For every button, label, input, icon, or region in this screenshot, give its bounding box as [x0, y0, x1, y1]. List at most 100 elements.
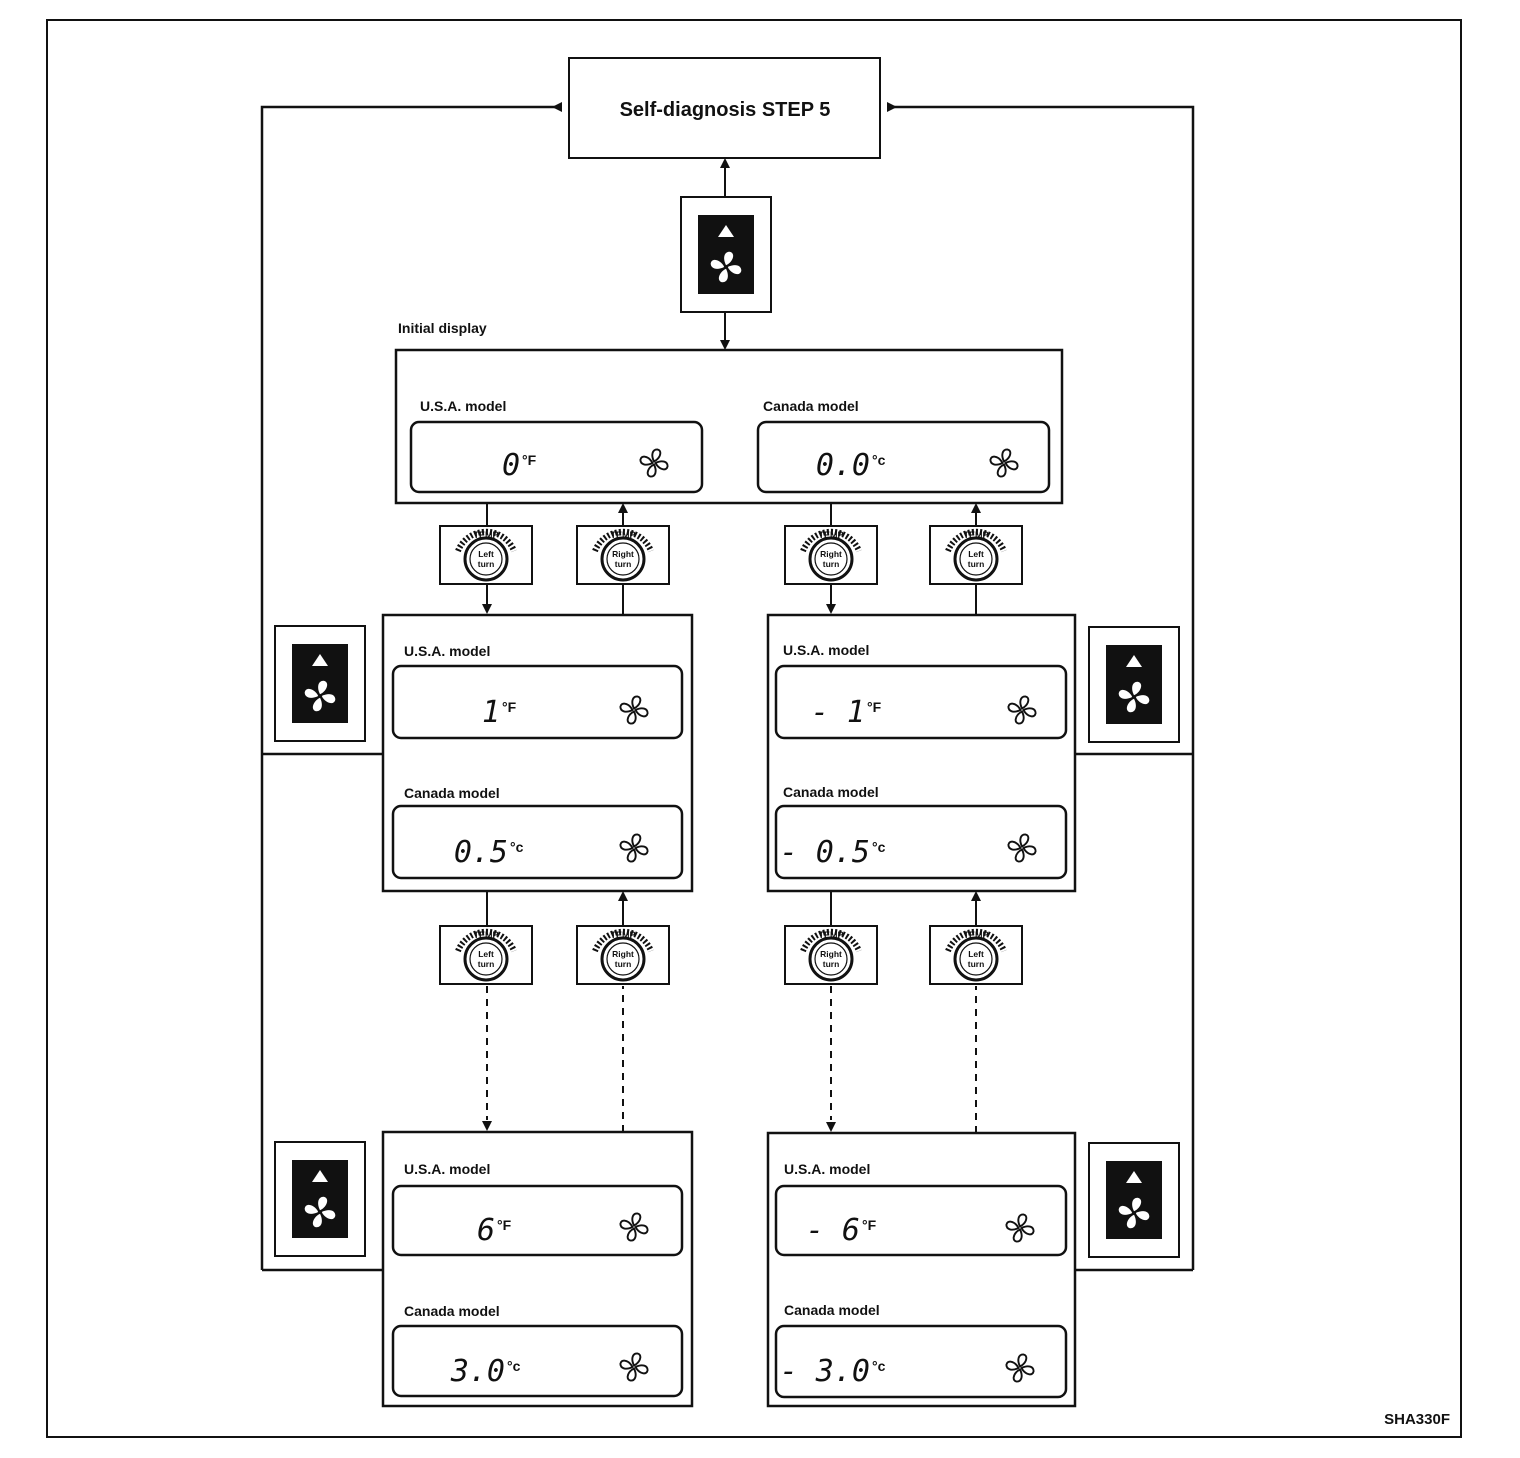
lcd-readout: 0.5°c: [454, 835, 524, 870]
diagram-title: Self-diagnosis STEP 5: [620, 99, 831, 121]
temp-dial-icon: [600, 536, 646, 582]
dial-temp-label: TEMP: [963, 930, 988, 940]
lcd-readout: 3.0°c: [450, 1354, 521, 1389]
dial-inner-ring: [814, 942, 848, 976]
dial-scale-icon: [455, 928, 517, 953]
lcd-unit: °c: [872, 452, 886, 468]
dial-temp-label: TEMP: [610, 530, 635, 540]
dial-inner-ring: [469, 542, 503, 576]
dial-direction-label: Right: [612, 549, 634, 559]
temp-dial-icon: [463, 936, 509, 982]
lcd-window: [774, 804, 1068, 880]
lcd-window: [391, 1184, 684, 1257]
dial-inner-ring: [959, 942, 993, 976]
temp-dial-icon: [953, 536, 999, 582]
dial-temp-label: TEMP: [610, 930, 635, 940]
dial-direction-label: turn: [823, 959, 840, 969]
display-panel-max-up: U.S.A. model 6°F Canada model 3.0°c: [381, 1130, 694, 1408]
lcd-unit: °c: [507, 1358, 521, 1374]
lcd-value: - 3.0: [780, 1354, 870, 1389]
lcd-value: 3.0: [450, 1354, 505, 1389]
up-arrow-icon: [312, 654, 328, 666]
dial-temp-label: TEMP: [818, 530, 843, 540]
temp-dial-icon: [953, 936, 999, 982]
lcd-unit: °c: [872, 1358, 886, 1374]
display-panel-step-up: U.S.A. model 1°F Canada model 0.5°c: [381, 613, 694, 893]
usa-model-label: U.S.A. model: [420, 398, 506, 414]
fan-up-button: [274, 625, 366, 742]
dial-direction-label: Right: [612, 949, 634, 959]
fan-up-button: [274, 1141, 366, 1257]
dial-scale-icon: [945, 928, 1007, 953]
dial-temp-label: TEMP: [473, 930, 498, 940]
dial-direction-label: turn: [478, 959, 495, 969]
lcd-window: [409, 420, 704, 494]
dial-scale-icon: [592, 528, 654, 553]
lcd-unit: °F: [867, 699, 882, 715]
lcd-readout: 6°F: [477, 1213, 512, 1248]
title-box: Self-diagnosis STEP 5: [568, 57, 881, 159]
usa-model-label: U.S.A. model: [404, 1161, 490, 1177]
lcd-unit: °c: [510, 839, 524, 855]
lcd-value: - 0.5: [780, 835, 870, 870]
lcd-window: [774, 664, 1068, 740]
dial-direction-label: Left: [968, 949, 984, 959]
canada-model-label: Canada model: [404, 785, 500, 801]
dial-direction-label: turn: [615, 959, 632, 969]
lcd-window: [774, 1184, 1068, 1257]
lcd-window: [391, 804, 684, 880]
dial-direction-label: turn: [968, 959, 985, 969]
dial-inner-ring: [814, 542, 848, 576]
dial-direction-label: Right: [820, 949, 842, 959]
return-loops: [260, 105, 1195, 1272]
up-arrow-icon: [718, 225, 734, 237]
lcd-window: [391, 1324, 684, 1398]
lcd-unit: °F: [862, 1217, 877, 1233]
canada-model-label: Canada model: [404, 1303, 500, 1319]
fan-up-button: [680, 196, 772, 313]
dial-direction-label: Left: [478, 949, 494, 959]
dial-scale-icon: [592, 928, 654, 953]
lcd-window: [391, 664, 684, 740]
fan-up-button: [1088, 626, 1180, 743]
up-arrow-icon: [1126, 655, 1142, 667]
temp-dial-icon: [808, 936, 854, 982]
usa-model-label: U.S.A. model: [404, 643, 490, 659]
dial-direction-label: Left: [478, 549, 494, 559]
lcd-value: 0.5: [454, 835, 508, 870]
figure-code: SHA330F: [1384, 1411, 1450, 1428]
dial-direction-label: Left: [968, 549, 984, 559]
lcd-value: 6: [477, 1213, 495, 1248]
dial-direction-label: turn: [478, 559, 495, 569]
lcd-value: 1: [482, 695, 500, 730]
lcd-value: - 1: [811, 695, 865, 730]
dial-inner-ring: [606, 942, 640, 976]
lcd-value: - 6: [806, 1213, 860, 1248]
lcd-unit: °F: [497, 1217, 512, 1233]
canada-model-label: Canada model: [763, 398, 859, 414]
dial-scale-icon: [800, 928, 862, 953]
canada-model-label: Canada model: [783, 784, 879, 800]
usa-model-label: U.S.A. model: [784, 1161, 870, 1177]
lcd-readout: 1°F: [482, 695, 517, 730]
dial-direction-label: Right: [820, 549, 842, 559]
lcd-unit: °F: [522, 452, 537, 468]
lcd-readout: - 3.0°c: [780, 1354, 886, 1389]
dial-inner-ring: [606, 542, 640, 576]
dial-temp-label: TEMP: [963, 530, 988, 540]
temp-dial-icon: [463, 536, 509, 582]
lcd-readout: - 1°F: [811, 695, 882, 730]
temp-dial-icon: [808, 536, 854, 582]
lcd-window: [756, 420, 1051, 494]
lcd-value: 0.0: [816, 448, 870, 483]
